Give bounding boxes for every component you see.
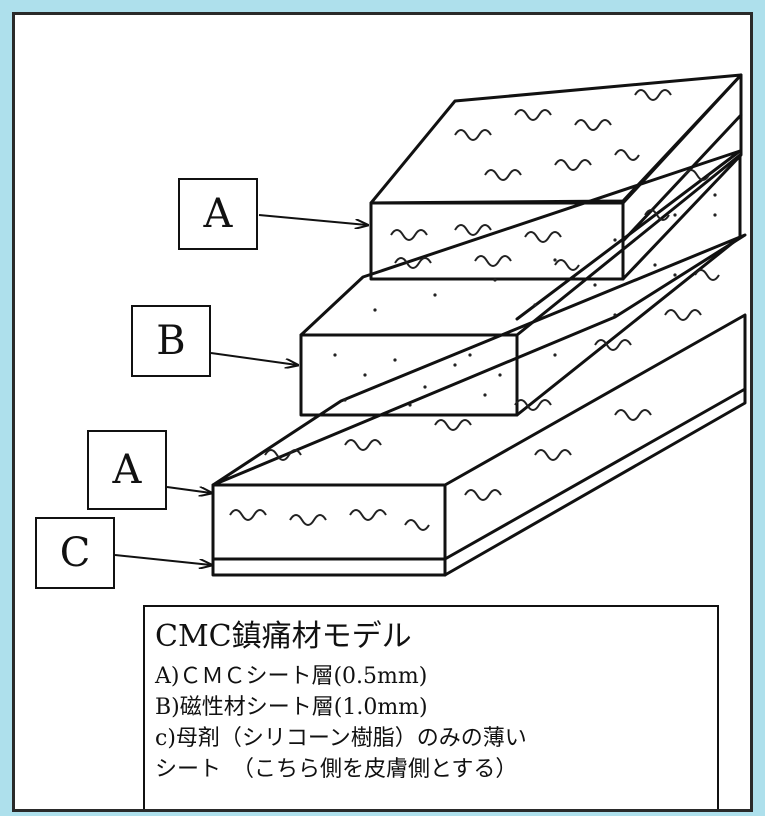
cmc-texture (229, 89, 720, 531)
middle-block-side-face (515, 153, 742, 417)
legend-line-c: c)母剤（シリコーン樹脂）のみの薄い (155, 726, 527, 751)
bottom-block-front-face (211, 483, 447, 577)
arrow-a-top (258, 214, 367, 225)
label-c: C (35, 517, 115, 589)
label-arrows (114, 214, 367, 565)
label-a-bottom: A (87, 430, 167, 510)
bottom-block-side-face (443, 313, 747, 577)
legend-box: CMC鎮痛材モデル A)ＣＭＣシート層(0.5mm) B)磁性材シート層(1.0… (143, 605, 719, 809)
label-a-top: A (178, 178, 258, 250)
legend-line-c-cont: シート （こちら側を皮膚側とする） (155, 757, 518, 782)
magnetic-texture (333, 193, 717, 407)
label-b: B (131, 305, 211, 377)
legend-line-b: B)磁性材シート層(1.0mm) (155, 695, 428, 720)
middle-block-top-face (299, 149, 742, 337)
legend-title: CMC鎮痛材モデル (155, 619, 412, 654)
layer-c-line-side (443, 387, 747, 561)
arrow-c (114, 554, 211, 565)
top-block-top-face (369, 73, 743, 205)
arrow-a-bottom (166, 486, 211, 493)
legend-line-a: A)ＣＭＣシート層(0.5mm) (155, 664, 428, 689)
arrow-b (210, 352, 297, 365)
layered-sheet-drawing (114, 73, 747, 577)
diagram-sheet: A B A C CMC鎮痛材モデル A)ＣＭＣシート層(0.5mm) B)磁性材… (12, 12, 753, 812)
bottom-block-top-face (211, 233, 747, 487)
top-block-mid-line (621, 113, 743, 243)
